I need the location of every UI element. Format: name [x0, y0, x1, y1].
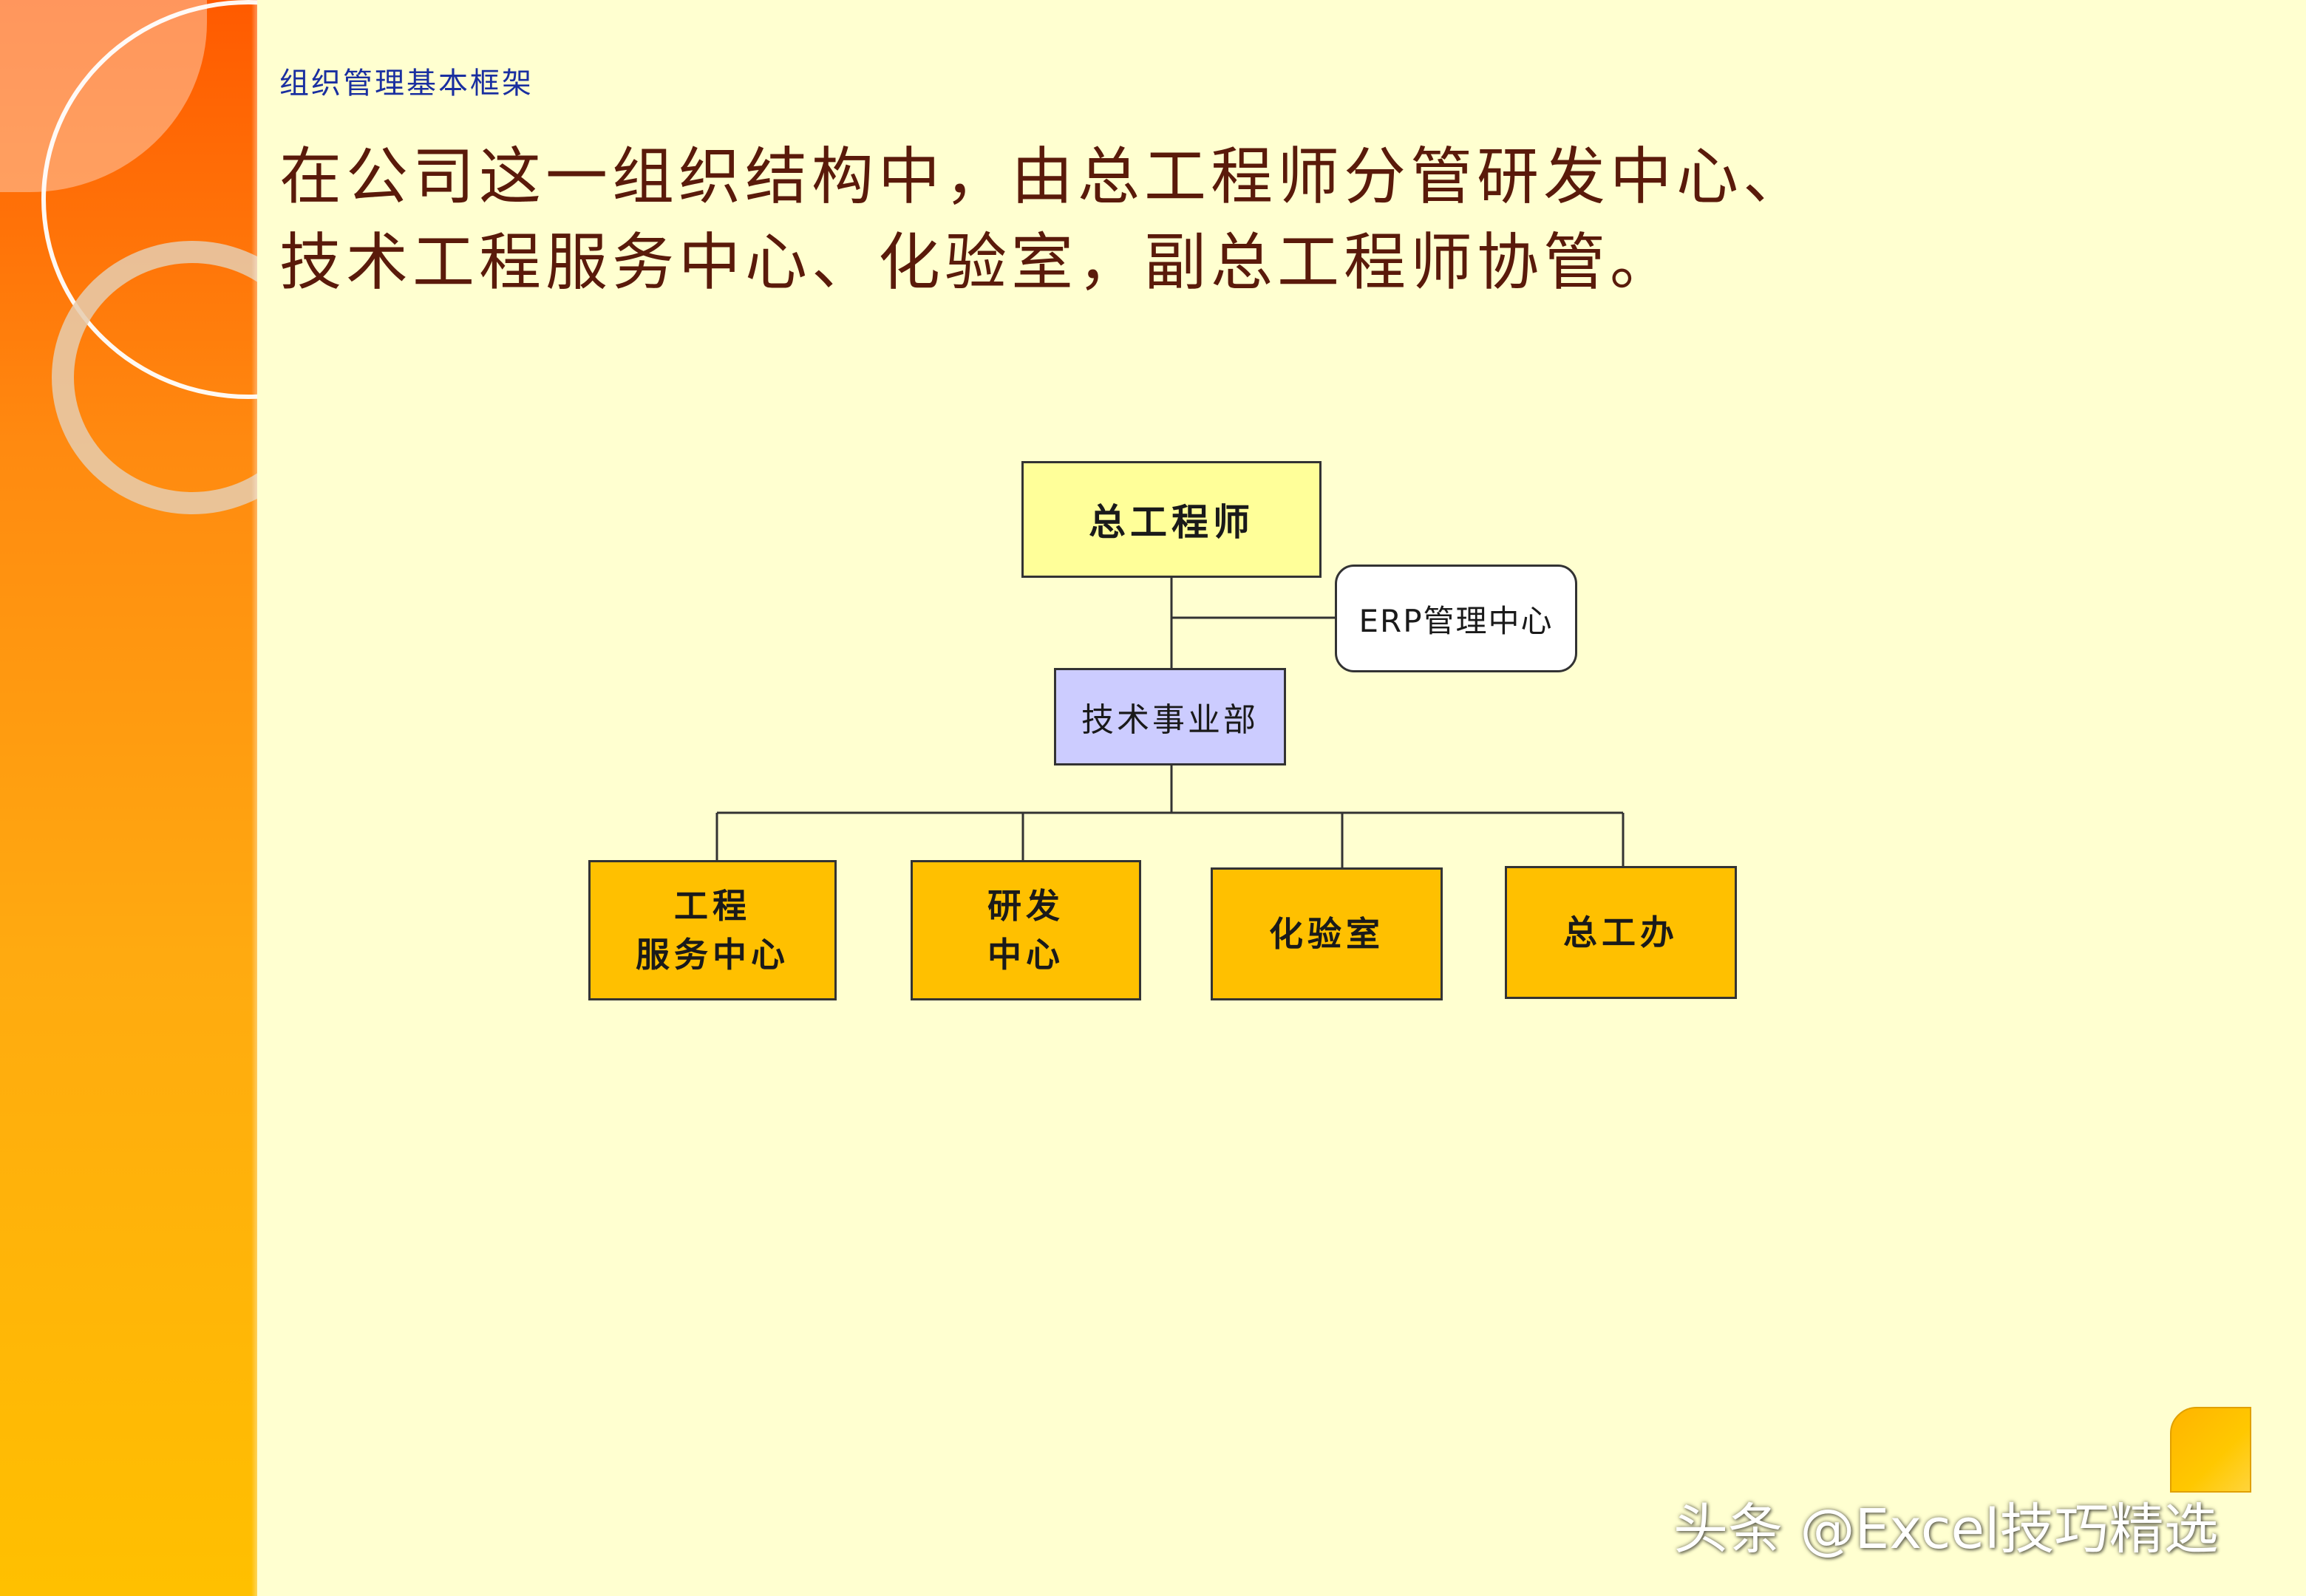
org-node-chief-office: 总工办 — [1505, 866, 1737, 999]
sidebar-edge — [251, 0, 257, 1596]
org-node-laboratory: 化验室 — [1211, 867, 1443, 1000]
org-node-engineering-service: 工程 服务中心 — [588, 860, 837, 1000]
corner-decoration — [2170, 1407, 2251, 1493]
slide-headline-line1: 在公司这一组织结构中，由总工程师分管研发中心、 — [279, 140, 1810, 213]
org-node-tech-division: 技术事业部 — [1054, 668, 1286, 765]
slide-header-label: 组织管理基本框架 — [279, 66, 534, 100]
org-node-erp-center: ERP管理中心 — [1335, 565, 1577, 672]
org-node-chief-engineer: 总工程师 — [1021, 461, 1322, 578]
org-node-rnd-center: 研发 中心 — [911, 860, 1141, 1000]
decorative-sidebar — [0, 0, 257, 1596]
slide-headline-line2: 技术工程服务中心、化验室，副总工程师协管。 — [279, 226, 1677, 299]
watermark-text: 头条 @Excel技巧精选 — [1673, 1498, 2219, 1561]
